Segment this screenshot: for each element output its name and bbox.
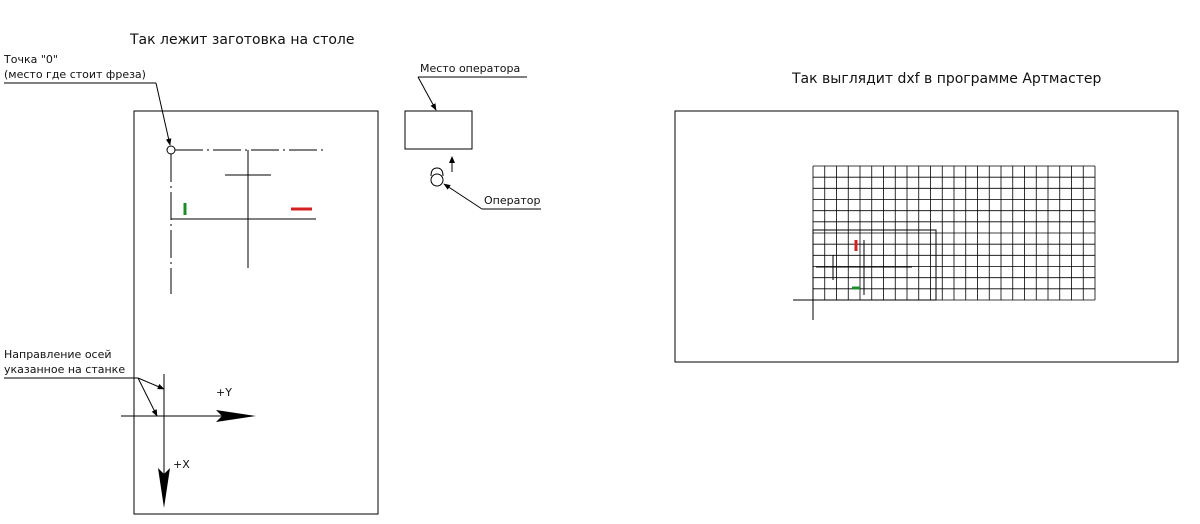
operator-leader	[443, 183, 483, 210]
title-dxf: Так выглядит dxf в программе Артмастер	[791, 71, 1102, 87]
operator-place-box	[404, 110, 473, 150]
x-axis-arrow-icon	[158, 468, 170, 508]
label-operator: Оператор	[484, 194, 540, 207]
label-zero-line2: (место где стоит фреза)	[4, 68, 146, 81]
label-operator-place: Место оператора	[420, 62, 520, 75]
dxf-frame	[674, 110, 1179, 363]
axes-leader-to-x	[137, 377, 158, 417]
axis-label-y: +Y	[216, 386, 232, 399]
zero-point-icon	[166, 145, 176, 155]
operator-place-leader	[417, 76, 437, 111]
dxf-grid	[812, 165, 1096, 301]
zero-leader-line	[155, 82, 172, 146]
operator-icon	[430, 156, 455, 187]
label-axes-line1: Направление осей	[4, 348, 112, 361]
label-zero-line1: Точка "0"	[3, 53, 58, 66]
title-table: Так лежит заготовка на столе	[129, 32, 354, 48]
label-axes-line2: указанное на станке	[4, 363, 125, 376]
y-axis-arrow-icon	[216, 410, 256, 422]
workpiece-sheet	[133, 110, 379, 515]
axes-leader-to-y	[137, 377, 165, 390]
dxf-workpiece-outline	[812, 229, 937, 301]
axis-label-x: +X	[173, 458, 190, 471]
